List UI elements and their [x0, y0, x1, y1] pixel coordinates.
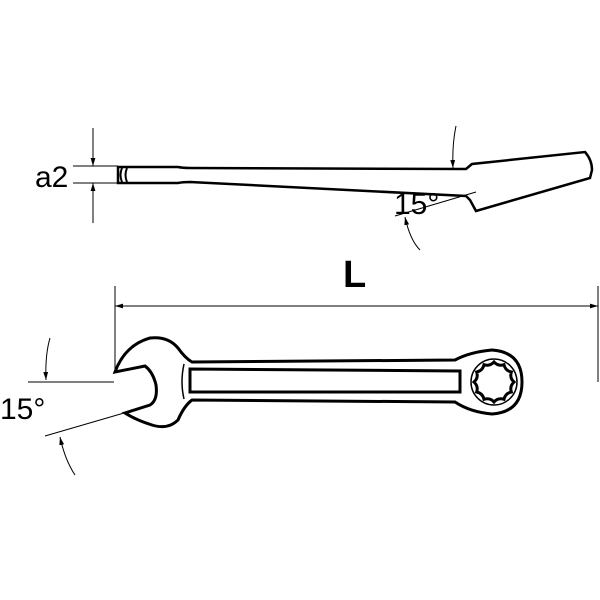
twelve-point-ring — [471, 359, 517, 405]
wrench-side-view — [73, 125, 594, 251]
thickness-label: a2 — [35, 161, 69, 194]
front-angle-label: 15° — [0, 393, 46, 426]
side-angle-label: 15° — [394, 188, 440, 221]
length-dimension — [114, 286, 599, 382]
wrench-front-view — [28, 286, 599, 476]
length-label: L — [343, 254, 367, 296]
